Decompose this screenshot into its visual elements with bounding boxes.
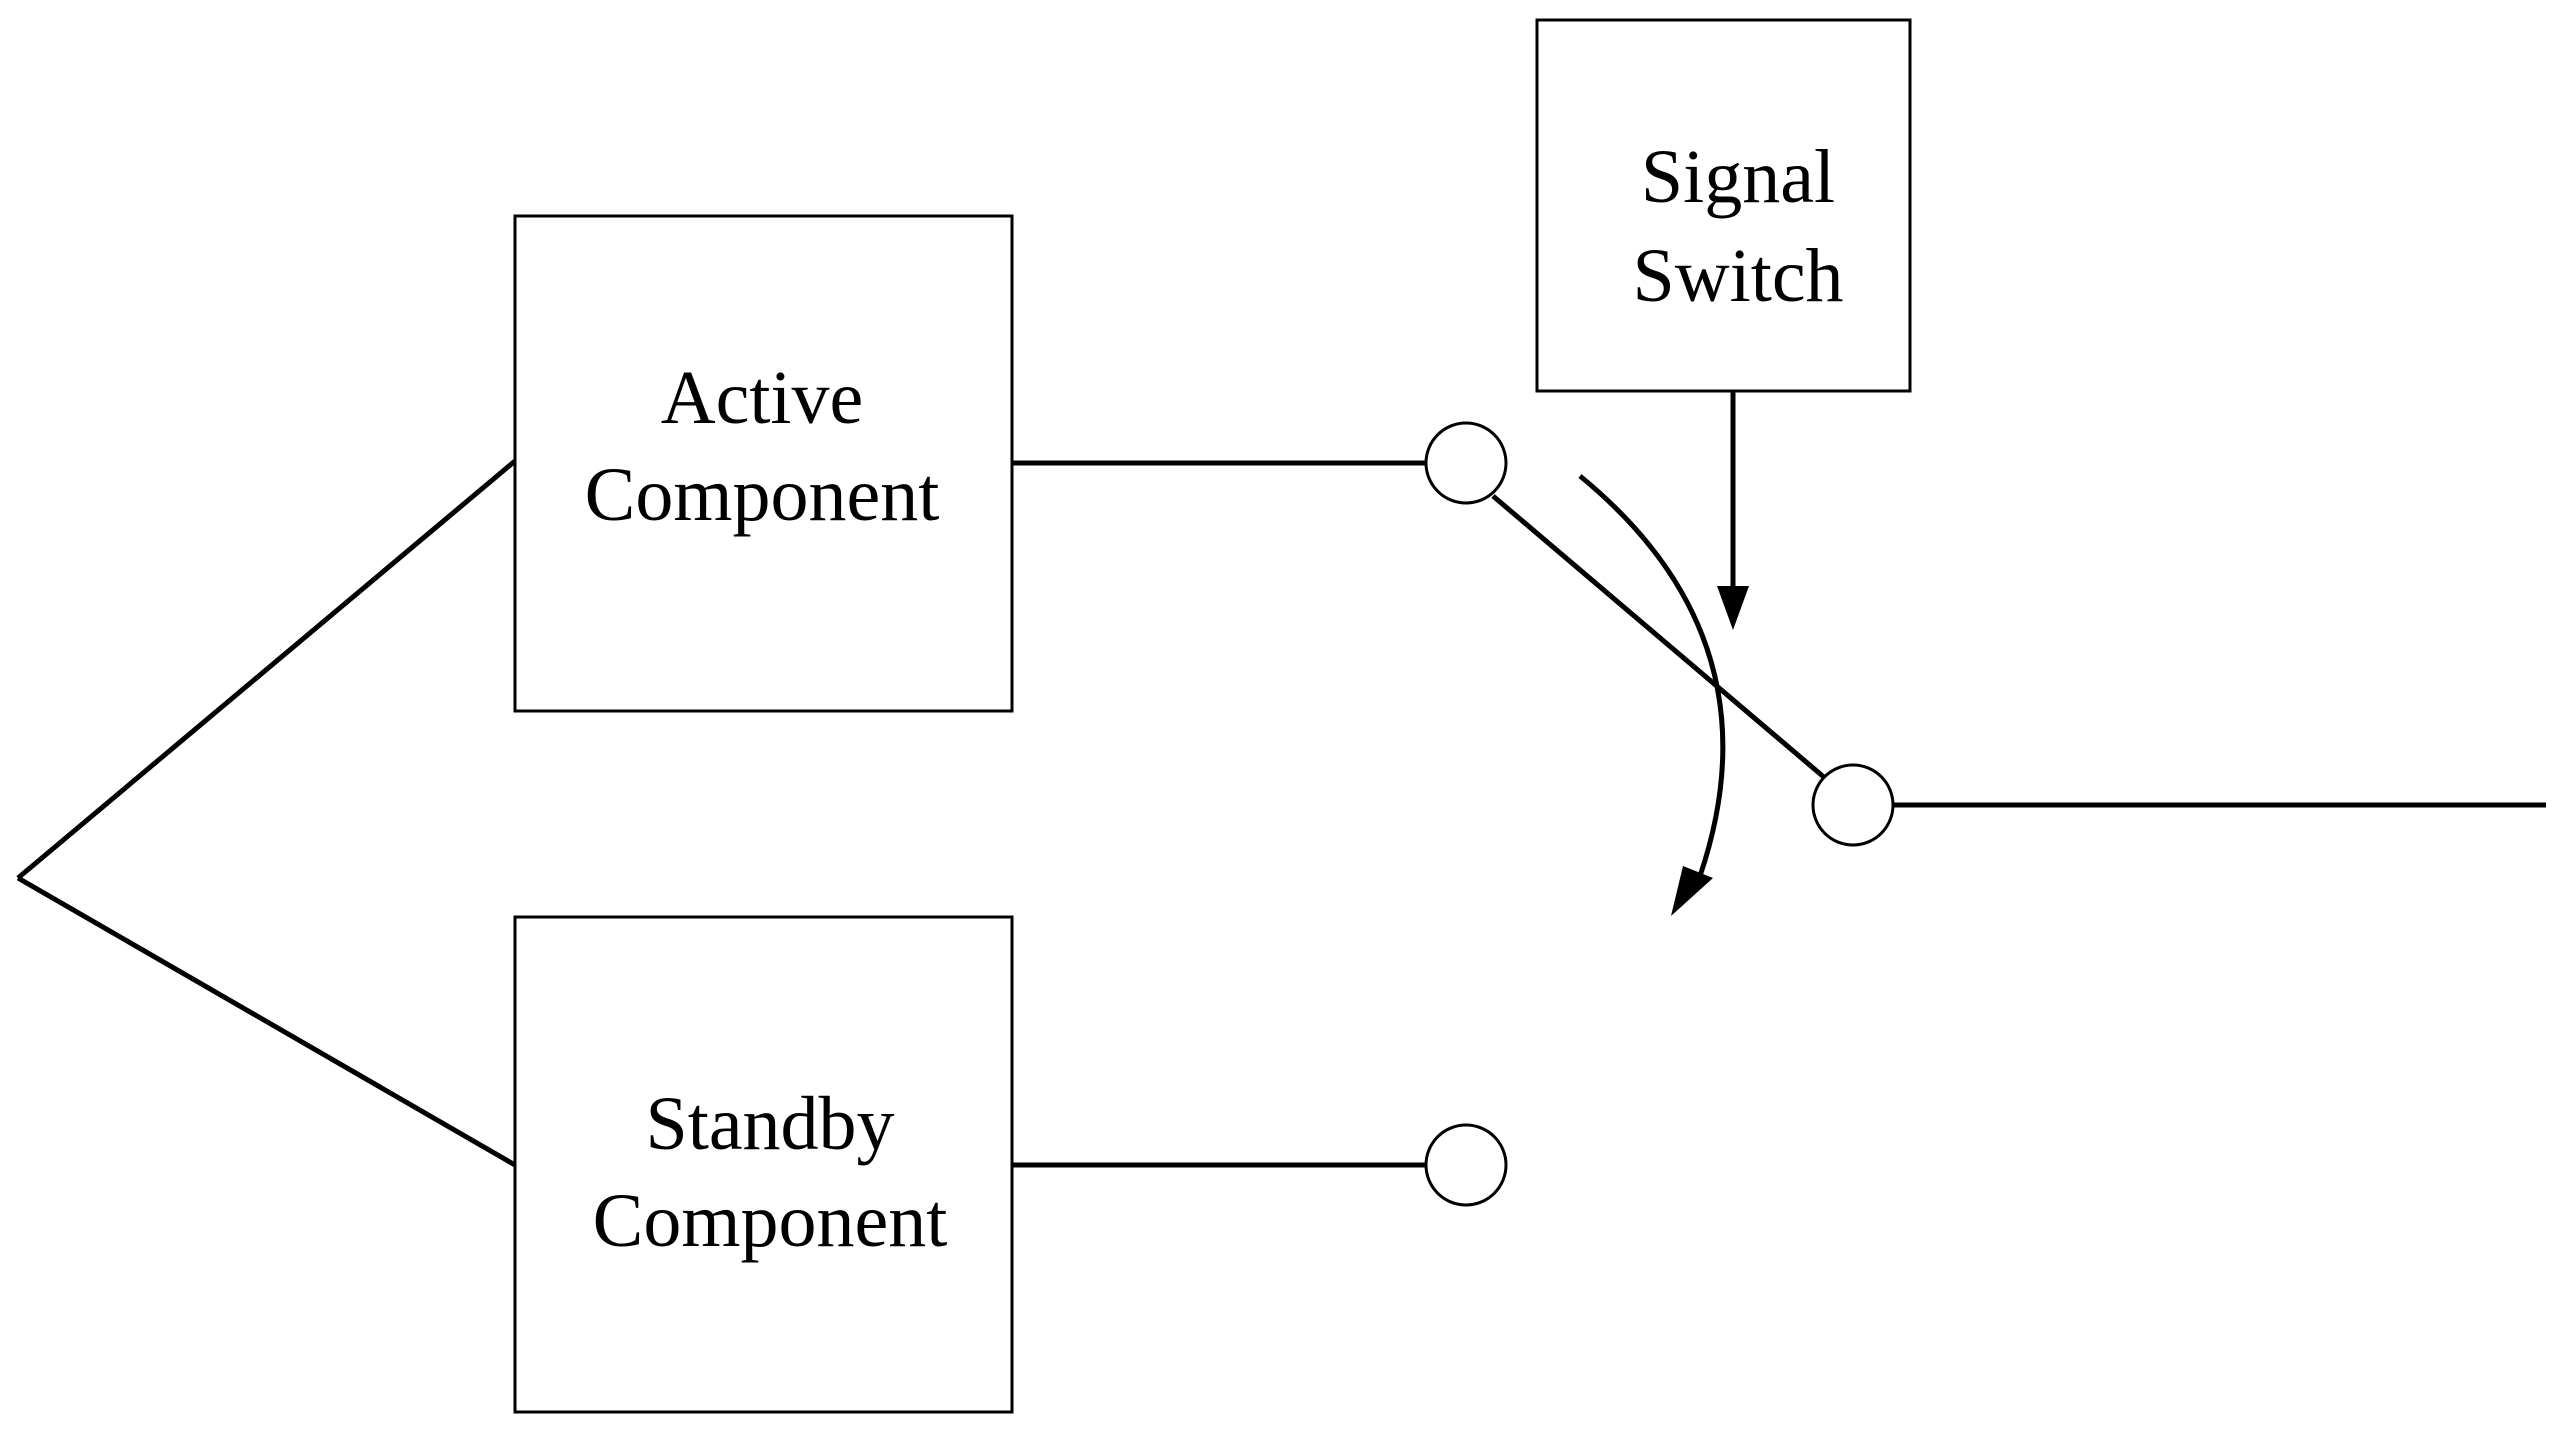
control-arrow-head xyxy=(1717,586,1749,630)
standby-component-block: Standby Component xyxy=(513,915,1014,1414)
input-fork-upper xyxy=(16,459,517,880)
active-terminal xyxy=(1424,421,1508,505)
standby-terminal xyxy=(1424,1123,1508,1207)
active-component-label-line1: Active xyxy=(661,356,864,440)
standby-component-label-line1: Standby xyxy=(645,1082,894,1166)
active-component-block: Active Component xyxy=(513,214,1014,713)
standby-component-box xyxy=(513,915,1014,1414)
signal-switch-label-line1: Signal xyxy=(1641,135,1835,219)
signal-switch-block: Signal Switch xyxy=(1535,18,1912,393)
switch-blade xyxy=(1491,494,1827,780)
input-fork-lower xyxy=(16,875,517,1168)
active-component-label-line2: Component xyxy=(585,453,940,537)
active-component-box xyxy=(513,214,1014,713)
signal-switch-box xyxy=(1535,18,1912,393)
standby-component-label-line2: Component xyxy=(593,1179,948,1263)
output-terminal xyxy=(1811,763,1895,847)
signal-switch-label-line2: Switch xyxy=(1632,234,1843,318)
switch-direction-arc xyxy=(1578,474,1726,877)
switch-direction-arrowhead xyxy=(1671,866,1713,916)
